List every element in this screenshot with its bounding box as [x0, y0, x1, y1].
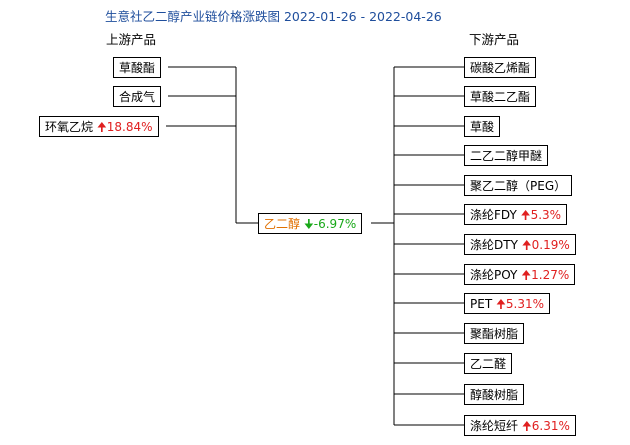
center-node-ethylene-glycol: 乙二醇 🠋-6.97% [258, 213, 363, 234]
node-label: 涤纶FDY [470, 208, 517, 222]
node-label: 涤纶POY [470, 268, 518, 282]
change-value: 18.84% [106, 120, 153, 134]
downstream-node-5: 涤纶FDY 🠉5.3% [464, 204, 568, 225]
change-value: 5.3% [530, 208, 562, 222]
downstream-node-0: 碳酸乙烯酯 [464, 57, 537, 78]
node-label: 聚酯树脂 [470, 327, 519, 341]
downstream-node-9: 聚酯树脂 [464, 323, 525, 344]
change-value: 0.19% [531, 238, 570, 252]
downstream-node-2: 草酸 [464, 116, 501, 137]
node-label: PET [470, 297, 493, 311]
downstream-node-11: 醇酸树脂 [464, 384, 525, 405]
downstream-node-1: 草酸二乙酯 [464, 86, 537, 107]
downstream-node-10: 乙二醛 [464, 353, 513, 374]
node-label: 聚乙二醇（PEG） [470, 179, 567, 193]
node-label: 合成气 [119, 90, 156, 104]
downstream-node-6: 涤纶DTY 🠉0.19% [464, 234, 576, 255]
downstream-node-4: 聚乙二醇（PEG） [464, 175, 573, 196]
node-label: 碳酸乙烯酯 [470, 61, 531, 75]
upstream-node-ethylene-oxide: 环氧乙烷 🠉18.84% [39, 116, 159, 137]
arrow-up-icon: 🠉 [521, 238, 532, 252]
change-value: 5.31% [505, 297, 545, 311]
arrow-down-icon: 🠋 [303, 217, 314, 231]
node-label: 环氧乙烷 [45, 120, 94, 134]
upstream-label: 上游产品 [106, 32, 157, 47]
arrow-up-icon: 🠉 [521, 419, 532, 433]
node-label: 草酸 [470, 120, 495, 134]
node-label: 醇酸树脂 [470, 388, 519, 402]
node-label: 二乙二醇甲醚 [470, 149, 543, 163]
change-value: 1.27% [531, 268, 570, 282]
node-label: 草酸二乙酯 [470, 90, 531, 104]
downstream-label: 下游产品 [469, 32, 520, 47]
downstream-node-8: PET 🠉5.31% [464, 293, 551, 314]
downstream-node-3: 二乙二醇甲醚 [464, 145, 549, 166]
node-label: 涤纶短纤 [470, 419, 519, 433]
upstream-node-syngas: 合成气 [113, 86, 162, 107]
node-label: 乙二醛 [470, 357, 507, 371]
node-label: 乙二醇 [264, 217, 301, 231]
node-label: 涤纶DTY [470, 238, 518, 252]
arrow-up-icon: 🠉 [521, 268, 532, 282]
node-label: 草酸酯 [119, 61, 156, 75]
change-value: -6.97% [313, 217, 357, 231]
arrow-up-icon: 🠉 [520, 208, 531, 222]
page-title: 生意社乙二醇产业链价格涨跌图 2022-01-26 - 2022-04-26 [105, 9, 442, 24]
change-value: 6.31% [531, 419, 570, 433]
upstream-node-oxalate-ester: 草酸酯 [113, 57, 162, 78]
downstream-node-12: 涤纶短纤 🠉6.31% [464, 415, 576, 436]
arrow-up-icon: 🠉 [96, 120, 107, 134]
arrow-up-icon: 🠉 [495, 297, 506, 311]
downstream-node-7: 涤纶POY 🠉1.27% [464, 264, 576, 285]
